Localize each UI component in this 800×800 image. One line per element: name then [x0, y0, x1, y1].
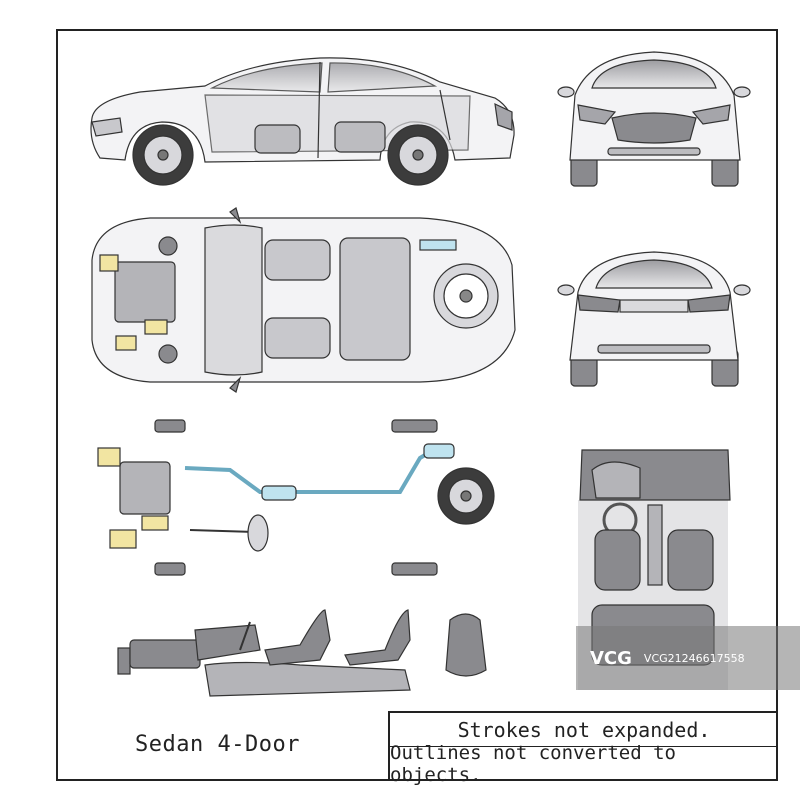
- note-strokes: Strokes not expanded.: [390, 713, 778, 747]
- side-view: [90, 57, 515, 186]
- chassis-view: [97, 419, 495, 576]
- drawing-title: Sedan 4-Door: [135, 732, 300, 757]
- note-outlines: Outlines not converted to objects.: [390, 742, 676, 786]
- top-view: [91, 207, 516, 393]
- front-view: [557, 51, 751, 187]
- seat-detail: [445, 613, 487, 677]
- watermark-banner: VCG VCG21246617558: [576, 626, 800, 690]
- watermark-code: VCG21246617558: [643, 651, 745, 665]
- interior-section-view: [117, 609, 487, 697]
- rear-view: [557, 251, 751, 387]
- notes-box: Strokes not expanded. Outlines not conve…: [388, 711, 778, 786]
- watermark-logo: VCG: [590, 647, 632, 669]
